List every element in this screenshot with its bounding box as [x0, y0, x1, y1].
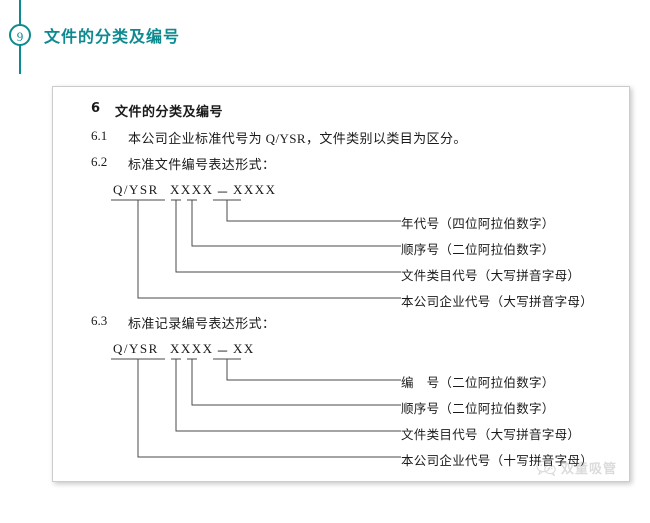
diagram1-callout-1: 顺序号（二位阿拉伯数字）: [401, 239, 555, 258]
diagram2-callout-1-name: 顺序号: [401, 402, 440, 416]
diagram1-callout-3: 本公司企业代号（大写拼音字母）: [401, 291, 593, 310]
wechat-icon: [536, 460, 556, 476]
section-heading-number: 6: [91, 101, 101, 116]
diagram2-callout-3-name: 本公司企业代号: [401, 454, 491, 468]
diagram1-leader-lines: [111, 199, 401, 299]
diagram1-callout-2: 文件类目代号（大写拼音字母）: [401, 265, 580, 284]
diagram1-callout-0-spec: （四位阿拉伯数字）: [439, 217, 555, 231]
diagram2-code-dash: －: [216, 344, 231, 359]
diagram1-code-body: XXXX: [170, 182, 214, 197]
diagram1-callout-2-name: 文件类目代号: [401, 269, 478, 283]
section-heading-text: 文件的分类及编号: [115, 105, 224, 120]
diagram1-callout-1-name: 顺序号: [401, 243, 440, 257]
diagram1-callout-0: 年代号（四位阿拉伯数字）: [401, 213, 555, 232]
diagram2-leader-lines: [111, 358, 401, 458]
diagram2-callout-3: 本公司企业代号（十写拼音字母）: [401, 450, 593, 469]
diagram2-callout-1-spec: （二位阿拉伯数字）: [439, 402, 555, 416]
diagram2-callout-0-spec: （二位阿拉伯数字）: [439, 376, 555, 390]
diagram2-callout-1: 顺序号（二位阿拉伯数字）: [401, 398, 555, 417]
diagram2-callout-2-spec: （大写拼音字母）: [477, 428, 581, 442]
clause-text-6-3: 标准记录编号表达形式：: [128, 316, 276, 331]
diagram1-code-prefix: Q/YSR: [113, 182, 159, 197]
diagram2-callout-0: 编 号（二位阿拉伯数字）: [401, 372, 555, 391]
diagram2-code-prefix: Q/YSR: [113, 341, 159, 356]
diagram2-callout-3-spec: （十写拼音字母）: [490, 454, 594, 468]
diagram1-callout-2-spec: （大写拼音字母）: [477, 269, 581, 283]
document-image-card[interactable]: 6 文件的分类及编号 6.1 本公司企业标准代号为 Q/YSR，文件类别以类目为…: [52, 86, 630, 482]
diagram1-callout-0-name: 年代号: [401, 217, 440, 231]
watermark: 双童吸管: [536, 458, 617, 477]
clause-number-6-1: 6.1: [91, 128, 108, 143]
diagram2-code-body: XXXX: [170, 341, 214, 356]
diagram1-code-dash: －: [216, 185, 231, 200]
clause-text-6-2: 标准文件编号表达形式：: [128, 157, 276, 172]
diagram2-callout-2-name: 文件类目代号: [401, 428, 478, 442]
diagram1-callout-3-spec: （大写拼音字母）: [490, 295, 594, 309]
page-title: 文件的分类及编号: [44, 27, 181, 46]
diagram1-code-suffix: XXXX: [233, 182, 277, 197]
diagram1-callout-1-spec: （二位阿拉伯数字）: [439, 243, 555, 257]
diagram2-callout-0-name: 编 号: [401, 376, 440, 390]
diagram2-code-suffix: XX: [233, 341, 255, 356]
clause-number-6-2: 6.2: [91, 154, 108, 169]
watermark-text: 双童吸管: [560, 462, 617, 477]
page-header: 9 文件的分类及编号: [0, 0, 650, 74]
document-content: 6 文件的分类及编号 6.1 本公司企业标准代号为 Q/YSR，文件类别以类目为…: [53, 87, 629, 481]
clause-text-6-1: 本公司企业标准代号为 Q/YSR，文件类别以类目为区分。: [128, 131, 467, 146]
diagram1-callout-3-name: 本公司企业代号: [401, 295, 491, 309]
diagram2-callout-2: 文件类目代号（大写拼音字母）: [401, 424, 580, 443]
step-number-badge: 9: [9, 24, 31, 46]
clause-number-6-3: 6.3: [91, 313, 108, 328]
